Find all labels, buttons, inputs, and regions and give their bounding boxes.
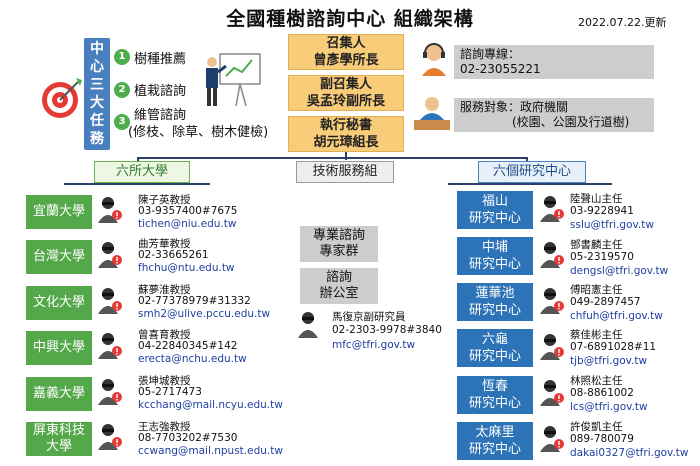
center-taimali: 太麻里研究中心 — [457, 422, 533, 460]
uni-contact-phone: 04-22840345#142 — [138, 340, 238, 352]
person-icon — [98, 424, 122, 450]
center-contact-phone: 05-2319570 — [570, 251, 634, 263]
presenter-icon — [206, 53, 261, 107]
center-contact-email[interactable]: tjb@tfri.gov.tw — [570, 355, 648, 367]
expert-group-box: 專業諮詢專家群 — [300, 226, 378, 262]
uni-contact-phone: 08-7703202#7530 — [138, 432, 238, 444]
center-zhongpu: 中埔研究中心 — [457, 237, 533, 275]
university-pccu: 文化大學 — [26, 286, 92, 320]
uni-contact-name: 蘇夢淮教授 — [138, 284, 191, 296]
mission-item-3: 維管諮詢 — [134, 108, 187, 123]
tech-contact-name: 馬復京副研究員 — [332, 311, 406, 323]
uni-contact-email[interactable]: tichen@niu.edu.tw — [138, 218, 237, 230]
connector-right — [526, 157, 528, 161]
person-icon — [540, 196, 564, 222]
hotline-panel: 諮詢專線： 02-23055221 — [454, 45, 654, 79]
person-icon — [98, 242, 122, 268]
uni-contact-phone: 02-33665261 — [138, 249, 209, 261]
center-contact-phone: 08-8861002 — [570, 387, 634, 399]
center-contact-email[interactable]: chfuh@tfri.gov.tw — [570, 310, 663, 322]
university-ilan: 宜蘭大學 — [26, 195, 92, 229]
center-lianhuachi: 蓮華池研究中心 — [457, 283, 533, 321]
center-contact-email[interactable]: dengsl@tfri.gov.tw — [570, 265, 669, 277]
person-icon — [98, 197, 122, 223]
universities-underline — [64, 183, 210, 185]
uni-contact-phone: 05-2717473 — [138, 386, 202, 398]
hotline-label: 諮詢專線： — [460, 47, 521, 61]
uni-contact-email[interactable]: erecta@nchu.edu.tw — [138, 353, 247, 365]
consulting-office-box: 諮詢辦公室 — [300, 268, 378, 304]
group-header-centers: 六個研究中心 — [478, 161, 586, 183]
leader-box-deputy: 副召集人吳孟玲副所長 — [288, 75, 404, 111]
person-icon — [98, 333, 122, 359]
center-contact-email[interactable]: sslu@tfri.gov.tw — [570, 219, 654, 231]
mission-item-3-sub: (修枝、除草、樹木健檢) — [128, 125, 269, 140]
university-npust: 屏東科技大學 — [26, 422, 92, 456]
person-icon — [98, 288, 122, 314]
uni-contact-phone: 02-77378979#31332 — [138, 295, 251, 307]
uni-contact-name: 陳子英教授 — [138, 194, 191, 206]
service-label: 服務對象：政府機關 — [460, 100, 569, 114]
uni-contact-name: 曲芳華教授 — [138, 238, 191, 250]
uni-contact-email[interactable]: fhchu@ntu.edu.tw — [138, 262, 235, 274]
center-hengchun: 恆春研究中心 — [457, 376, 533, 414]
center-contact-name: 鄧書麟主任 — [570, 239, 623, 251]
mission-num-1: 1 — [114, 49, 130, 65]
person-icon — [98, 379, 122, 405]
connector-trunk — [345, 152, 347, 160]
center-contact-phone: 049-2897457 — [570, 296, 641, 308]
university-ncyu: 嘉義大學 — [26, 377, 92, 411]
center-contact-name: 許俊凱主任 — [570, 421, 623, 433]
center-contact-phone: 07-6891028#11 — [570, 341, 657, 353]
leader-box-convener: 召集人曾彥學所長 — [288, 34, 404, 70]
person-icon — [540, 380, 564, 406]
leader-box-secretary: 執行秘書胡元璋組長 — [288, 116, 404, 152]
centers-underline — [448, 183, 612, 185]
tech-contact-email[interactable]: mfc@tfri.gov.tw — [332, 339, 416, 351]
tech-contact-phone: 02-2303-9978#3840 — [332, 324, 442, 336]
center-fushan: 福山研究中心 — [457, 191, 533, 229]
center-contact-phone: 03-9228941 — [570, 205, 634, 217]
mission-num-3: 3 — [114, 114, 130, 130]
service-panel: 服務對象：政府機關 (校園、公園及行道樹) — [454, 98, 654, 132]
uni-contact-email[interactable]: kcchang@mail.ncyu.edu.tw — [138, 399, 283, 411]
uni-contact-email[interactable]: ccwang@mail.npust.edu.tw — [138, 445, 283, 457]
service-sub: (校園、公園及行道樹) — [512, 115, 630, 129]
connector-left — [137, 157, 139, 161]
center-liugui: 六龜研究中心 — [457, 329, 533, 367]
uni-contact-email[interactable]: smh2@ulive.pccu.edu.tw — [138, 308, 271, 320]
uni-contact-name: 曾喜育教授 — [138, 329, 191, 341]
target-icon — [42, 78, 82, 118]
service-person-icon — [414, 97, 450, 130]
mission-label: 中 心 三 大 任 務 — [84, 38, 110, 150]
center-contact-name: 陸聲山主任 — [570, 193, 623, 205]
university-ntu: 台灣大學 — [26, 240, 92, 274]
center-contact-name: 傅昭憲主任 — [570, 284, 623, 296]
update-date: 2022.07.22.更新 — [578, 16, 667, 29]
person-icon — [298, 312, 318, 338]
mission-num-2: 2 — [114, 82, 130, 98]
uni-contact-name: 張坤城教授 — [138, 375, 191, 387]
person-icon — [540, 426, 564, 452]
page-title: 全國種樹諮詢中心 組織架構 — [226, 8, 474, 30]
center-contact-email[interactable]: lcs@tfri.gov.tw — [570, 401, 648, 413]
person-icon — [540, 288, 564, 314]
center-contact-name: 蔡佳彬主任 — [570, 329, 623, 341]
center-contact-phone: 089-780079 — [570, 433, 634, 445]
person-icon — [540, 334, 564, 360]
connector-horizontal — [137, 157, 527, 159]
mission-item-2: 植栽諮詢 — [134, 84, 187, 99]
uni-contact-phone: 03-9357400#7675 — [138, 205, 238, 217]
group-header-tech: 技術服務組 — [296, 161, 394, 183]
center-contact-email[interactable]: dakai0327@tfri.gov.tw — [570, 447, 689, 459]
group-header-universities: 六所大學 — [94, 161, 190, 183]
mission-item-1: 樹種推薦 — [134, 52, 187, 67]
headset-icon — [422, 43, 446, 76]
university-nchu: 中興大學 — [26, 331, 92, 365]
center-contact-name: 林照松主任 — [570, 375, 623, 387]
uni-contact-name: 王志強教授 — [138, 421, 191, 433]
hotline-number: 02-23055221 — [460, 62, 541, 76]
person-icon — [540, 242, 564, 268]
